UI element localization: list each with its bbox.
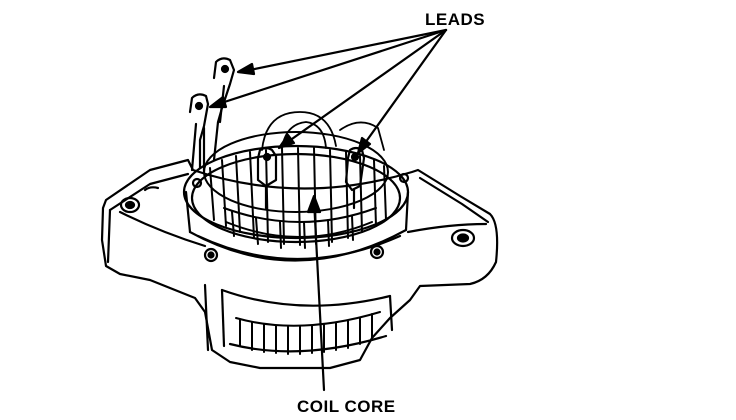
leads-callout-arrows	[208, 28, 448, 155]
stator-collar	[182, 144, 410, 262]
bolt-holes	[191, 172, 410, 263]
housing-body	[203, 283, 394, 353]
lead-2	[188, 93, 210, 174]
lead-3	[256, 146, 278, 210]
winding-loops	[261, 111, 385, 151]
coil-core-callout-arrow	[306, 194, 326, 392]
leads-label: LEADS	[425, 10, 486, 29]
cooling-slots	[235, 311, 381, 355]
mounting-ear-right	[450, 228, 476, 248]
coil-core-label: COIL CORE	[297, 397, 396, 416]
mounting-ear-left	[119, 186, 160, 214]
